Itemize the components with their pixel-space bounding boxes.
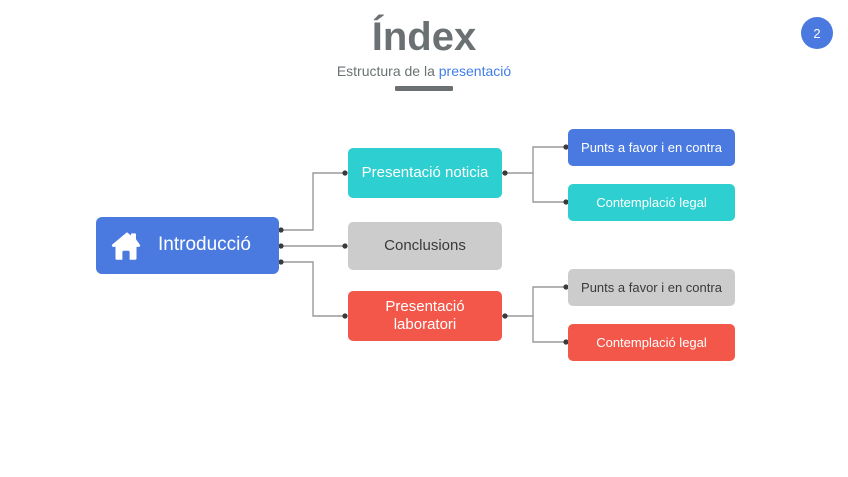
node-conclusions[interactable]: Conclusions <box>348 222 502 270</box>
subtitle-prefix: Estructura de la <box>336 63 439 79</box>
title-divider <box>395 86 453 91</box>
node-contemplacio-legal-noticia[interactable]: Contemplació legal <box>568 184 735 221</box>
node-punts-a-favor-noticia-label: Punts a favor i en contra <box>581 139 722 155</box>
node-punts-a-favor-noticia[interactable]: Punts a favor i en contra <box>568 129 735 166</box>
node-presentacio-noticia-label: Presentació noticia <box>361 164 489 182</box>
node-presentacio-laboratori[interactable]: Presentació laboratori <box>348 291 502 341</box>
node-introduccio-label: Introducció <box>158 234 251 256</box>
node-punts-a-favor-laboratori-label: Punts a favor i en contra <box>581 279 722 295</box>
node-presentacio-laboratori-label: Presentació laboratori <box>385 298 465 333</box>
node-introduccio[interactable]: Introducció <box>96 217 279 274</box>
page-title: Índex <box>371 15 477 59</box>
node-contemplacio-legal-laboratori-label: Contemplació legal <box>596 334 707 350</box>
home-icon <box>111 231 141 260</box>
node-presentacio-noticia[interactable]: Presentació noticia <box>348 148 502 198</box>
node-contemplacio-legal-laboratori[interactable]: Contemplació legal <box>568 324 735 361</box>
page-subtitle: Estructura de la presentació <box>0 62 848 80</box>
node-punts-a-favor-laboratori[interactable]: Punts a favor i en contra <box>568 269 735 306</box>
node-conclusions-label: Conclusions <box>384 237 466 255</box>
subtitle-accent: presentació <box>438 63 512 79</box>
node-contemplacio-legal-noticia-label: Contemplació legal <box>596 194 707 210</box>
page-number-badge: 2 <box>801 17 833 49</box>
